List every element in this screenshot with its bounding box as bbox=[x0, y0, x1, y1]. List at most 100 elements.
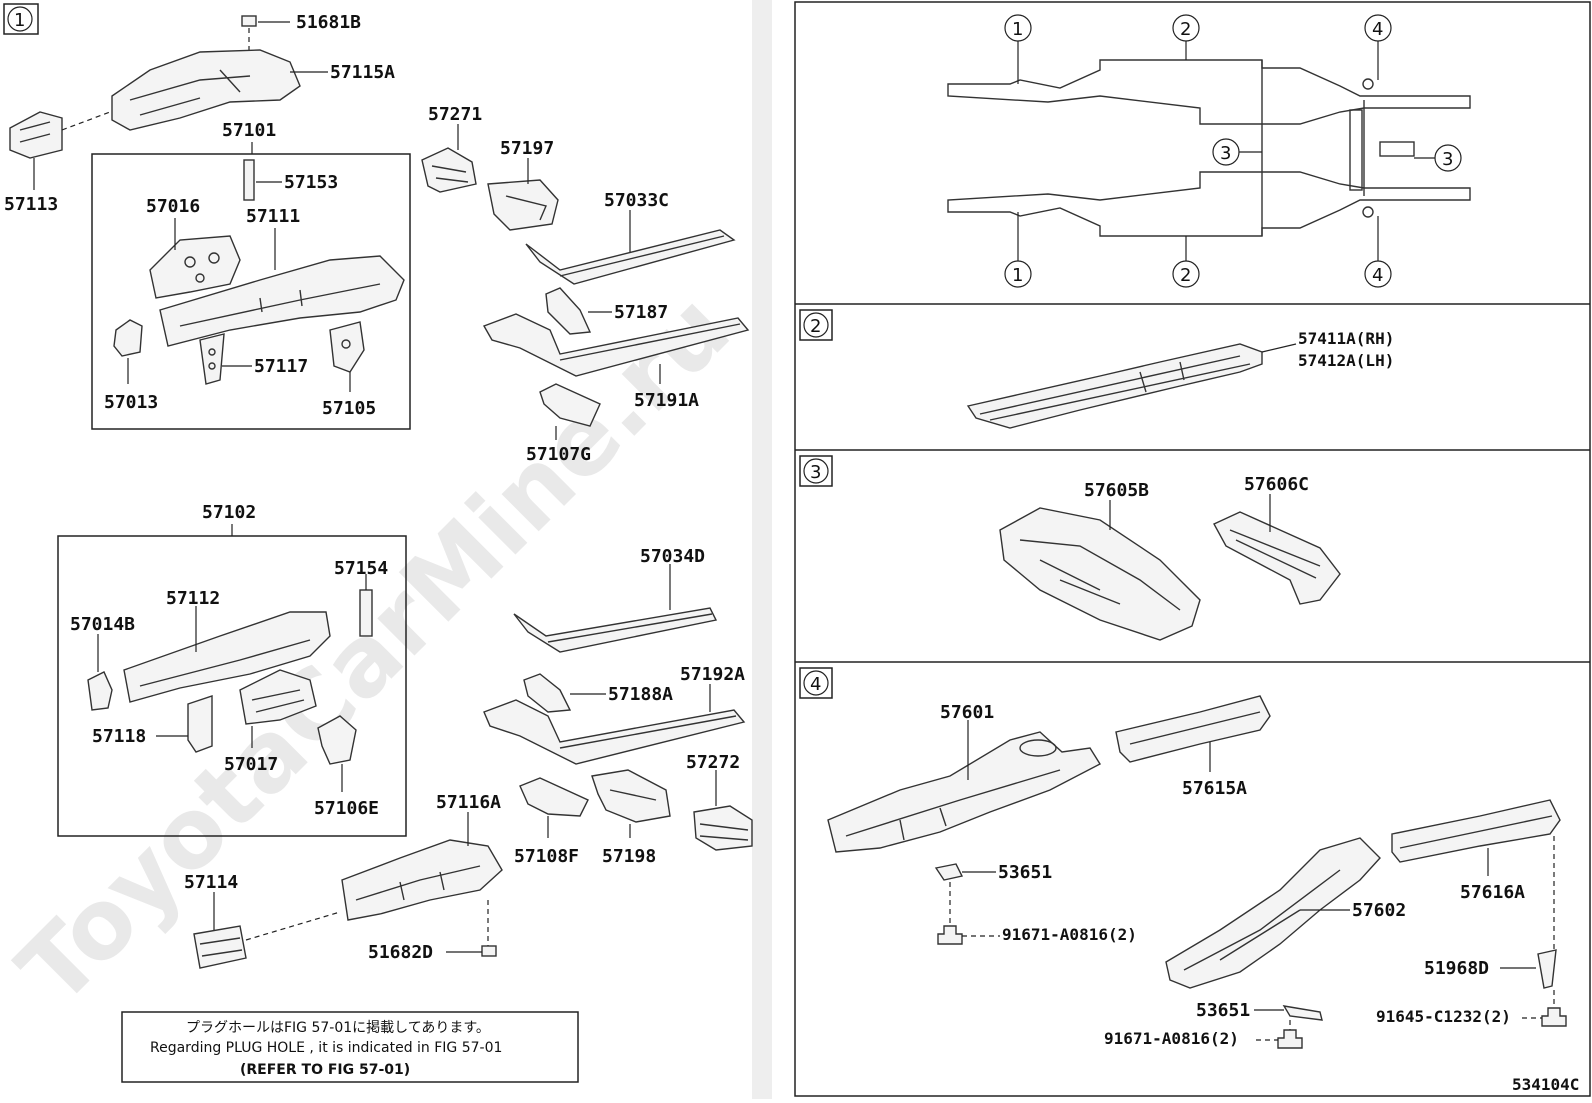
part-57272[interactable] bbox=[693, 805, 753, 851]
part-57108F[interactable] bbox=[519, 777, 589, 817]
label-57188A[interactable]: 57188A bbox=[608, 684, 673, 705]
part-57192A[interactable] bbox=[483, 699, 746, 765]
label-57615A[interactable]: 57615A bbox=[1182, 778, 1247, 799]
part-57602[interactable] bbox=[1165, 837, 1381, 989]
label-57271[interactable]: 57271 bbox=[428, 104, 482, 125]
label-57198[interactable]: 57198 bbox=[602, 846, 656, 867]
label-91645-C1232[interactable]: 91645-C1232(2) bbox=[1376, 1007, 1511, 1026]
part-57107G[interactable] bbox=[539, 383, 601, 427]
part-57114[interactable] bbox=[193, 925, 247, 969]
part-57113[interactable] bbox=[9, 111, 63, 159]
label-57153[interactable]: 57153 bbox=[284, 172, 338, 193]
part-51968D[interactable] bbox=[1537, 949, 1557, 989]
part-57112[interactable] bbox=[123, 611, 331, 703]
label-57192A[interactable]: 57192A bbox=[680, 664, 745, 685]
label-57616A[interactable]: 57616A bbox=[1460, 882, 1525, 903]
part-57105[interactable] bbox=[329, 321, 365, 373]
label-57118[interactable]: 57118 bbox=[92, 726, 146, 747]
bolt-91671-b[interactable] bbox=[1277, 1029, 1303, 1049]
label-57412A-LH[interactable]: 57412A(LH) bbox=[1298, 351, 1394, 370]
part-57118[interactable] bbox=[187, 695, 213, 753]
label-57101[interactable]: 57101 bbox=[222, 120, 276, 141]
part-57106E[interactable] bbox=[317, 715, 357, 765]
label-57113[interactable]: 57113 bbox=[4, 194, 58, 215]
label-51681B[interactable]: 51681B bbox=[296, 12, 361, 33]
part-57016[interactable] bbox=[149, 235, 241, 299]
label-57013[interactable]: 57013 bbox=[104, 392, 158, 413]
label-57602[interactable]: 57602 bbox=[1352, 900, 1406, 921]
frame-overview bbox=[947, 59, 1471, 237]
svg-text:2: 2 bbox=[1180, 265, 1191, 286]
label-57191A[interactable]: 57191A bbox=[634, 390, 699, 411]
section-marker-4 bbox=[803, 670, 829, 696]
label-57116A[interactable]: 57116A bbox=[436, 792, 501, 813]
label-57108F[interactable]: 57108F bbox=[514, 846, 579, 867]
label-57112[interactable]: 57112 bbox=[166, 588, 220, 609]
part-53651-b[interactable] bbox=[1282, 1005, 1323, 1021]
part-57605B[interactable] bbox=[999, 507, 1201, 641]
label-57105[interactable]: 57105 bbox=[322, 398, 376, 419]
section-marker-3-label: 3 bbox=[810, 462, 821, 483]
label-57014B[interactable]: 57014B bbox=[70, 614, 135, 635]
label-53651-b[interactable]: 53651 bbox=[1196, 1000, 1250, 1021]
bolt-91671-a[interactable] bbox=[937, 925, 963, 945]
part-53651-a[interactable] bbox=[934, 863, 964, 881]
label-57117[interactable]: 57117 bbox=[254, 356, 308, 377]
part-57014B[interactable] bbox=[87, 671, 113, 711]
part-57198[interactable] bbox=[591, 769, 671, 823]
section-marker-2 bbox=[803, 312, 829, 338]
label-91671-A0816-b[interactable]: 91671-A0816(2) bbox=[1104, 1029, 1239, 1048]
part-57153[interactable] bbox=[243, 159, 255, 201]
label-57106E[interactable]: 57106E bbox=[314, 798, 379, 819]
label-57605B[interactable]: 57605B bbox=[1084, 480, 1149, 501]
label-57034D[interactable]: 57034D bbox=[640, 546, 705, 567]
part-57601[interactable] bbox=[827, 731, 1101, 853]
label-51968D[interactable]: 51968D bbox=[1424, 958, 1489, 979]
label-51682D[interactable]: 51682D bbox=[368, 942, 433, 963]
label-57411A-RH[interactable]: 57411A(RH) bbox=[1298, 329, 1394, 348]
label-57017[interactable]: 57017 bbox=[224, 754, 278, 775]
part-57616A[interactable] bbox=[1391, 799, 1561, 863]
label-57016[interactable]: 57016 bbox=[146, 196, 200, 217]
part-57191A[interactable] bbox=[482, 313, 750, 377]
label-57154[interactable]: 57154 bbox=[334, 558, 388, 579]
label-53651-a[interactable]: 53651 bbox=[998, 862, 1052, 883]
part-57197[interactable] bbox=[487, 179, 559, 231]
part-57117[interactable] bbox=[199, 333, 225, 385]
part-51682D[interactable] bbox=[481, 945, 497, 957]
label-57601[interactable]: 57601 bbox=[940, 702, 994, 723]
part-57111[interactable] bbox=[159, 255, 405, 347]
part-57033C[interactable] bbox=[525, 229, 736, 285]
note-line-2: Regarding PLUG HOLE , it is indicated in… bbox=[150, 1040, 502, 1056]
label-57102[interactable]: 57102 bbox=[202, 502, 256, 523]
section-marker-1 bbox=[7, 6, 33, 32]
label-57033C[interactable]: 57033C bbox=[604, 190, 669, 211]
svg-text:1: 1 bbox=[1012, 19, 1023, 40]
section-marker-1-label: 1 bbox=[14, 10, 25, 31]
part-57115A[interactable] bbox=[111, 49, 301, 131]
section-marker-2-label: 2 bbox=[810, 316, 821, 337]
label-57114[interactable]: 57114 bbox=[184, 872, 238, 893]
part-57187[interactable] bbox=[545, 287, 592, 335]
part-57013[interactable] bbox=[113, 319, 143, 357]
label-57606C[interactable]: 57606C bbox=[1244, 474, 1309, 495]
svg-text:3: 3 bbox=[1220, 143, 1231, 164]
label-57272[interactable]: 57272 bbox=[686, 752, 740, 773]
part-57271[interactable] bbox=[421, 147, 477, 193]
part-57606C[interactable] bbox=[1213, 511, 1341, 605]
label-57111[interactable]: 57111 bbox=[246, 206, 300, 227]
label-57115A[interactable]: 57115A bbox=[330, 62, 395, 83]
label-57197[interactable]: 57197 bbox=[500, 138, 554, 159]
part-51681B[interactable] bbox=[241, 15, 257, 27]
label-91671-A0816-a[interactable]: 91671-A0816(2) bbox=[1002, 925, 1137, 944]
part-57017[interactable] bbox=[239, 669, 317, 725]
note-line-3[interactable]: (REFER TO FIG 57-01) bbox=[240, 1062, 410, 1078]
part-57411A-57412A[interactable] bbox=[966, 343, 1263, 429]
bolt-91645[interactable] bbox=[1541, 1007, 1567, 1027]
part-57154[interactable] bbox=[359, 589, 373, 637]
part-57188A[interactable] bbox=[523, 673, 572, 713]
section-marker-1-box bbox=[3, 3, 39, 35]
label-57107G[interactable]: 57107G bbox=[526, 444, 591, 465]
label-57187[interactable]: 57187 bbox=[614, 302, 668, 323]
